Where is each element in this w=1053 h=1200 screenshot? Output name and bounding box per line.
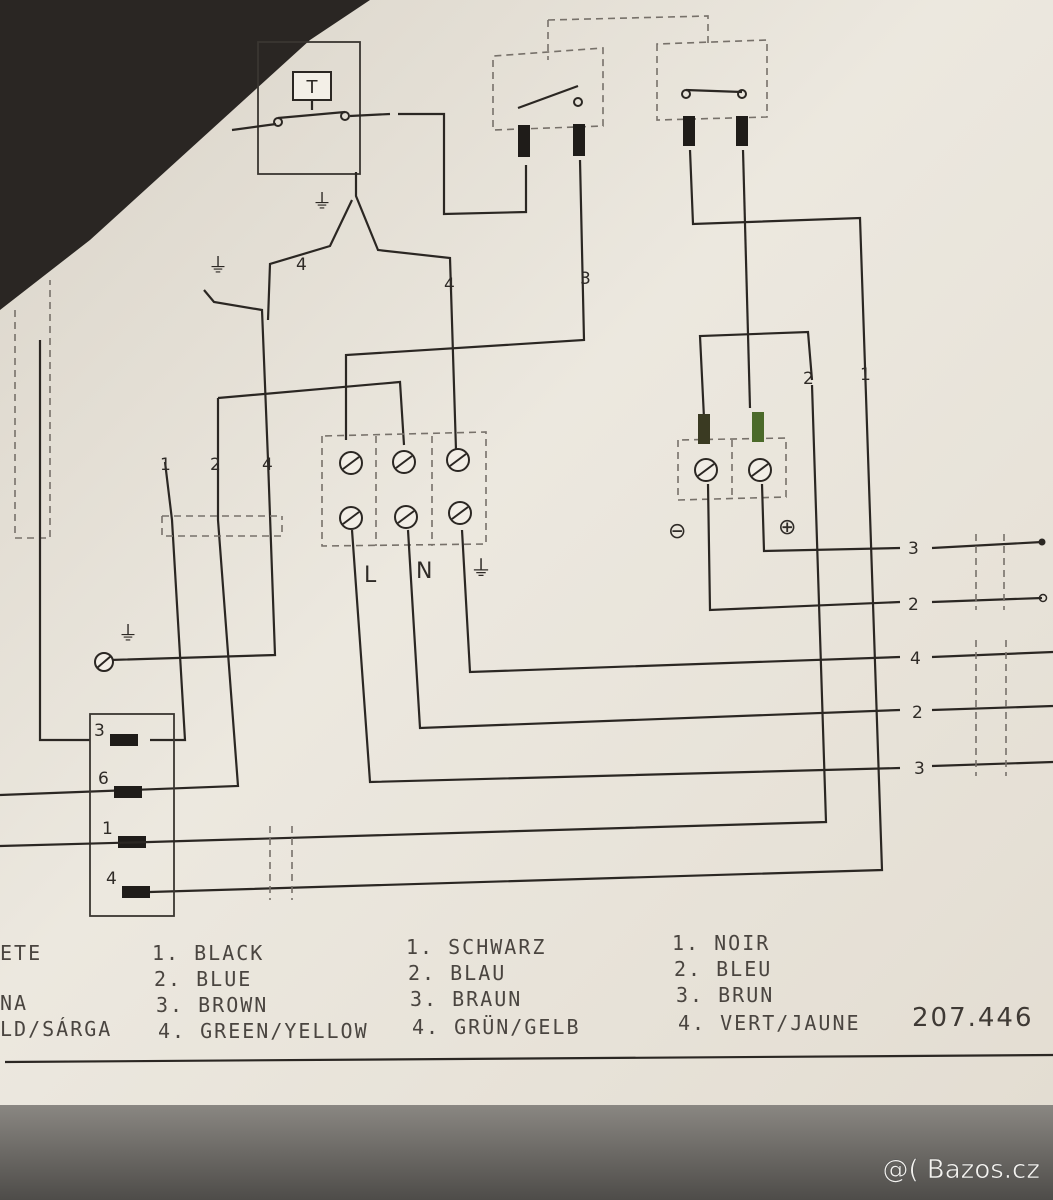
out-num-2: 2 [908,595,919,615]
out-num-4: 2 [912,703,923,723]
terminal-label-n: N [416,559,432,584]
wire-switch2-right [741,149,752,409]
legend-en-1: 1. BLACK [152,941,264,965]
connector-dash [269,826,293,900]
diagram-frame [4,1053,1053,1064]
wire-num-left-2: 2 [210,455,221,475]
switch1-box [492,47,604,131]
left-dash-group [161,515,283,537]
terminal-block [339,448,472,530]
terminal-screw [392,450,418,529]
terminal-screw [446,448,472,525]
shadow-overlay [0,0,370,310]
legend-fr-1: 1. NOIR [672,931,770,955]
wire-neutral-out [406,529,901,730]
terminal-block-box [321,431,487,547]
pin-1: 1 [102,819,113,839]
thermostat-earth-icon: ⏚ [312,189,332,213]
wire-minus-out [706,483,901,612]
legend-fr-3: 3. BRUN [676,983,774,1007]
switch-2 [681,88,748,146]
connector-block: 3 6 1 4 [89,713,175,917]
part-number: 207.446 [912,1003,1034,1033]
out-num-1: 3 [908,539,919,559]
watermark: @( Bazos.cz [883,1155,1041,1185]
wire-pin1-out [0,384,828,848]
left-earth-icon: ⏚ [208,253,228,277]
terminal-screw [339,451,363,530]
terminal-label-l: L [364,563,377,588]
wire-live-out [350,529,901,784]
wire-switch2-left [149,149,884,894]
metal-strip [0,1105,1053,1200]
wire-branch-top [217,380,406,446]
legend-col0-1: ETE [0,941,42,965]
out-num-5: 3 [914,759,925,779]
wire-plus-out [760,483,901,553]
legend-de-4: 4. GRÜN/GELB [412,1015,581,1039]
earth-screw-left: ⏚ [94,621,138,672]
wire-num-left-4: 4 [262,455,273,475]
legend-en-2: 2. BLUE [154,967,252,991]
legend-de-2: 2. BLAU [408,961,506,985]
wire-thermo-to-switch [398,112,528,216]
thermostat: T ⏚ [231,41,391,213]
wire-num-4a: 4 [296,255,307,275]
plus-icon: ⊕ [778,515,796,540]
legend-de-3: 3. BRAUN [410,987,522,1011]
switch-1 [517,84,585,157]
wire-right-loop [698,330,814,419]
wire-num-right-2: 2 [803,369,814,389]
pin-3: 3 [94,721,105,741]
wire-thermo-cross [266,199,353,321]
terminal-earth-icon: ⏚ [470,557,492,582]
left-component-box [14,280,51,539]
thermostat-label: T [306,77,319,98]
minus-icon: ⊖ [668,519,686,544]
wire-switch1-right [344,159,586,440]
wire-branch-left-a [150,461,187,742]
legend-fr-2: 2. BLEU [674,957,772,981]
legend-en-3: 3. BROWN [156,993,268,1017]
right-terminal-box [677,437,787,501]
right-terminals [694,412,772,482]
pin-6: 6 [98,769,109,789]
output-connector-dash [975,534,1007,776]
wire-earth-out [460,529,901,674]
legend-col0-2: NA [0,991,28,1015]
wire-num-right-1: 1 [860,365,871,385]
earth-screw-left-icon: ⏚ [118,621,138,645]
legend-col0-3: LD/SÁRGA [0,1017,112,1041]
wire-num-left-1: 1 [160,455,171,475]
wire-thermo-bottom [354,172,458,451]
legend: ETE NA LD/SÁRGA 1. BLACK 2. BLUE 3. BROW… [0,931,1034,1043]
wire-num-3: 3 [580,269,591,289]
legend-en-4: 4. GREEN/YELLOW [158,1019,369,1043]
legend-fr-4: 4. VERT/JAUNE [678,1011,861,1035]
wire-num-4b: 4 [444,275,455,295]
pin-4: 4 [106,869,117,889]
out-num-3: 4 [910,649,921,669]
legend-de-1: 1. SCHWARZ [406,935,546,959]
switch2-box [656,39,768,121]
